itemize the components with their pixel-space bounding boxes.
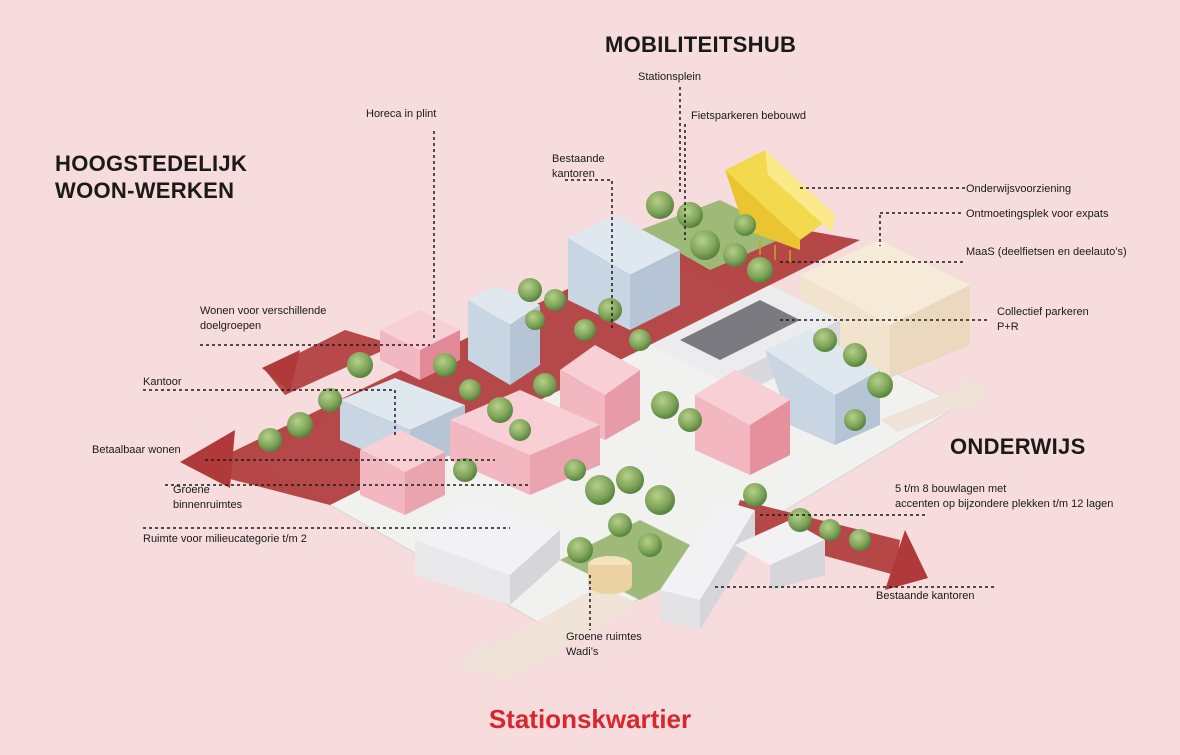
label-maas: MaaS (deelfietsen en deelauto’s): [966, 246, 1127, 258]
tree: [544, 289, 566, 311]
tree: [788, 508, 812, 532]
tree: [747, 257, 773, 283]
zone-title-woon-werken: HOOGSTEDELIJK WOON-WERKEN: [55, 151, 248, 203]
red-road-arrow-right-head: [885, 530, 928, 590]
label-wonen-doelgroepen: Wonen voor verschillende doelgroepen: [200, 305, 327, 332]
tree: [287, 412, 313, 438]
label-groene-ruimtes: Groene ruimtes Wadi’s: [566, 631, 642, 658]
tree: [723, 243, 747, 267]
tree: [867, 372, 893, 398]
red-road-arrow-upper-head: [262, 350, 300, 392]
tree: [651, 391, 679, 419]
tree: [433, 353, 457, 377]
tree: [487, 397, 513, 423]
tree: [518, 278, 542, 302]
tree: [509, 419, 531, 441]
label-betaalbaar-wonen: Betaalbaar wonen: [92, 444, 181, 456]
label-groene-binnenruimtes: Groene binnenruimtes: [173, 484, 243, 511]
beige-axis-arrow-head-upper: [962, 376, 990, 412]
zone-title-onderwijs: ONDERWIJS: [950, 434, 1086, 459]
tree: [629, 329, 651, 351]
beige-axis-arrow-lower: [470, 585, 640, 680]
tree: [638, 533, 662, 557]
round-pavilion: [588, 556, 632, 594]
label-fietsparkeren: Fietsparkeren bebouwd: [691, 110, 806, 122]
label-onderwijsvoorziening: Onderwijsvoorziening: [966, 183, 1072, 195]
tree: [533, 373, 557, 397]
beige-axis-arrow-head-lower: [460, 640, 505, 678]
tree: [567, 537, 593, 563]
tree: [258, 428, 282, 452]
tree: [843, 343, 867, 367]
label-bestaande-kantoren-bottom: Bestaande kantoren: [876, 590, 975, 602]
blue-building-mid: [468, 285, 540, 385]
white-building-bottom-right: [660, 500, 825, 630]
beige-axis-arrow-upper: [880, 388, 978, 432]
tree: [646, 191, 674, 219]
tree: [459, 379, 481, 401]
label-ontmoetingsplek: Ontmoetingsplek voor expats: [966, 208, 1109, 220]
pink-building-bottom-left: [360, 430, 445, 515]
tree: [734, 214, 756, 236]
yellow-education-building: [725, 150, 835, 262]
page-title: Stationskwartier: [488, 704, 692, 734]
tree: [678, 408, 702, 432]
tree: [318, 388, 342, 412]
tree: [453, 458, 477, 482]
trees: [258, 191, 893, 563]
tree: [616, 466, 644, 494]
tree: [347, 352, 373, 378]
tree: [585, 475, 615, 505]
tree: [813, 328, 837, 352]
tree: [819, 519, 841, 541]
leader-lines: [143, 87, 995, 630]
tree: [645, 485, 675, 515]
tree: [525, 310, 545, 330]
label-ruimte-milieucategorie: Ruimte voor milieucategorie t/m 2: [143, 533, 307, 545]
white-building-bottom-left: [415, 500, 560, 605]
pink-building-left: [380, 310, 460, 380]
tree: [574, 319, 596, 341]
tree: [608, 513, 632, 537]
tree: [564, 459, 586, 481]
red-road-left-upper: [265, 330, 395, 395]
label-collectief-parkeren: Collectief parkeren P+R: [997, 306, 1089, 333]
tree: [690, 230, 720, 260]
zone-title-mobiliteitshub: MOBILITEITSHUB: [605, 32, 797, 57]
label-horeca: Horeca in plint: [366, 108, 437, 120]
label-bouwlagen: 5 t/m 8 bouwlagen met accenten op bijzon…: [895, 483, 1114, 510]
label-bestaande-kantoren-top: Bestaande kantoren: [552, 153, 605, 180]
red-road-arrow-left-head: [180, 430, 235, 488]
pink-building-tall: [695, 370, 790, 475]
tree: [849, 529, 871, 551]
tree: [677, 202, 703, 228]
label-kantoor: Kantoor: [143, 376, 182, 388]
tree: [598, 298, 622, 322]
tree: [743, 483, 767, 507]
tree: [844, 409, 866, 431]
label-stationsplein: Stationsplein: [638, 71, 701, 83]
